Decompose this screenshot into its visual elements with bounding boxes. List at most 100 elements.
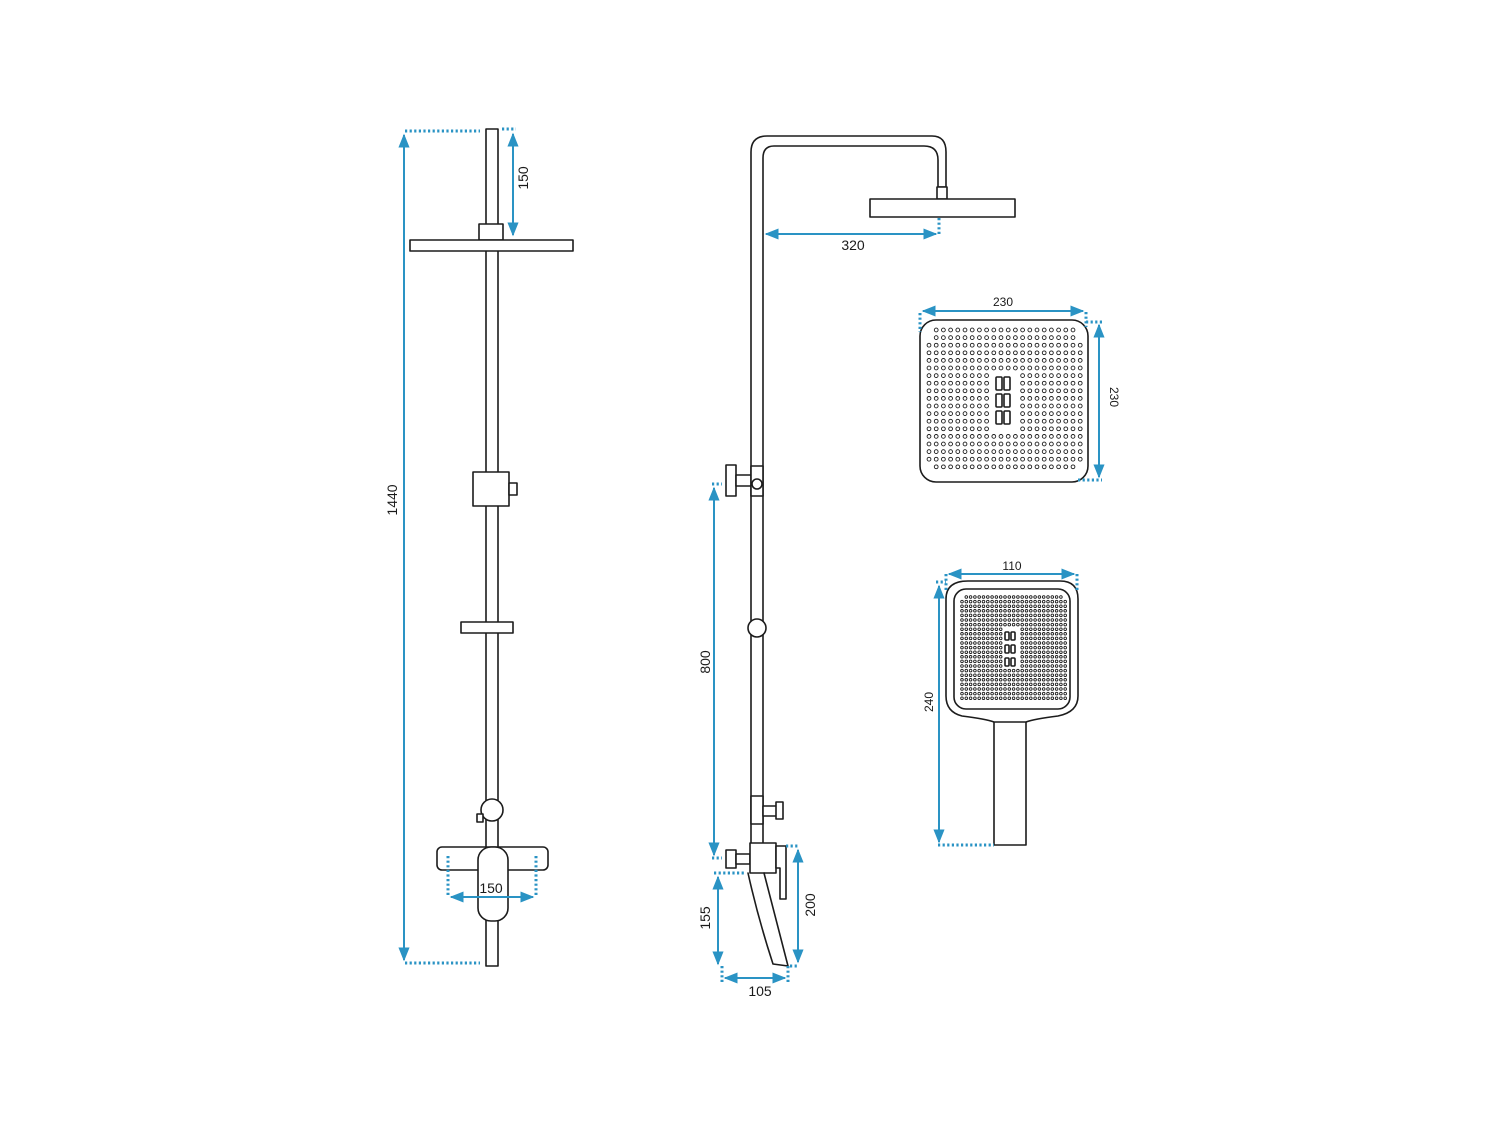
nozzle-hole (1070, 411, 1076, 416)
nozzle-hole (1011, 595, 1016, 599)
nozzle-hole (998, 464, 1004, 470)
nozzle-hole (933, 365, 939, 371)
nozzle-hole (981, 636, 986, 641)
nozzle-hole (1054, 595, 1059, 599)
nozzle-hole (1050, 599, 1055, 604)
nozzle-hole (1059, 645, 1063, 650)
nozzle-hole (968, 650, 973, 654)
nozzle-hole (977, 327, 982, 333)
nozzle-hole (1029, 599, 1033, 604)
nozzle-hole (1037, 682, 1042, 687)
nozzle-hole (1011, 696, 1016, 700)
nozzle-hole (990, 632, 994, 636)
nozzle-hole (1063, 636, 1067, 641)
nozzle-hole (1007, 622, 1012, 627)
nozzle-hole (1037, 673, 1042, 677)
nozzle-hole (1063, 673, 1067, 677)
nozzle-hole (948, 403, 953, 409)
nozzle-hole (926, 434, 932, 439)
nozzle-hole (960, 632, 964, 636)
nozzle-hole (1020, 595, 1024, 599)
nozzle-hole (990, 622, 994, 627)
front-slider-knob (508, 482, 518, 496)
nozzle-hole (998, 335, 1004, 340)
nozzle-hole (1059, 636, 1063, 641)
nozzle-hole (977, 645, 981, 650)
nozzle-hole (1020, 641, 1024, 645)
nozzle-hole (962, 456, 968, 462)
nozzle-hole (1034, 403, 1040, 409)
nozzle-hole (1054, 682, 1059, 687)
nozzle-hole (941, 388, 946, 394)
nozzle-hole (968, 664, 973, 668)
nozzle-hole (1049, 396, 1054, 401)
nozzle-hole (948, 388, 953, 394)
nozzle-hole (1020, 687, 1024, 691)
nozzle-hole (1041, 373, 1047, 378)
nozzle-hole (986, 618, 990, 622)
nozzle-hole (1063, 691, 1067, 696)
nozzle-hole (981, 682, 986, 687)
nozzle-hole (990, 645, 994, 650)
nozzle-hole (933, 441, 939, 447)
nozzle-hole (1049, 327, 1054, 333)
nozzle-hole (1029, 641, 1033, 645)
nozzle-hole (1027, 388, 1033, 394)
nozzle-hole (998, 696, 1003, 700)
nozzle-hole (1037, 664, 1042, 668)
nozzle-hole (977, 456, 982, 462)
nozzle-hole (981, 632, 986, 636)
nozzle-hole (990, 604, 994, 608)
nozzle-hole (1041, 595, 1046, 599)
front-rail (485, 128, 499, 967)
nozzle-hole (1027, 426, 1033, 432)
nozzle-hole (1059, 613, 1063, 618)
nozzle-hole (1011, 609, 1016, 613)
side-slider-knob (751, 478, 763, 490)
nozzle-hole (1037, 627, 1042, 631)
nozzle-hole (1077, 342, 1083, 348)
nozzle-hole (984, 350, 989, 356)
nozzle-hole (926, 396, 932, 401)
nozzle-hole (1063, 609, 1067, 613)
nozzle-hole (962, 403, 968, 409)
nozzle-hole (955, 327, 961, 333)
nozzle-hole (998, 434, 1004, 439)
nozzle-hole (1054, 645, 1059, 650)
nozzle-hole (1063, 358, 1069, 363)
overhead-dim-width-label: 230 (993, 295, 1013, 309)
front-soap-tray (460, 621, 514, 634)
nozzle-hole (968, 668, 973, 673)
nozzle-hole (969, 380, 975, 386)
nozzle-hole (1033, 664, 1037, 668)
nozzle-hole (968, 604, 973, 608)
nozzle-hole (1070, 380, 1076, 386)
nozzle-hole (1063, 365, 1069, 371)
nozzle-hole (1041, 388, 1047, 394)
nozzle-hole (926, 403, 932, 409)
nozzle-hole (1054, 613, 1059, 618)
nozzle-hole (968, 678, 973, 682)
nozzle-hole (941, 411, 946, 416)
nozzle-hole (1059, 687, 1063, 691)
nozzle-hole (1049, 403, 1054, 409)
nozzle-hole (968, 613, 973, 618)
nozzle-hole (990, 599, 994, 604)
nozzle-hole (1011, 673, 1016, 677)
hand-center-slots (1004, 631, 1016, 667)
nozzle-hole (962, 365, 968, 371)
nozzle-hole (1007, 687, 1012, 691)
nozzle-hole (991, 464, 997, 470)
nozzle-hole (1050, 678, 1055, 682)
nozzle-hole (986, 622, 990, 627)
nozzle-hole (1041, 636, 1046, 641)
nozzle-hole (969, 456, 975, 462)
nozzle-hole (969, 418, 975, 424)
nozzle-hole (1070, 327, 1076, 333)
nozzle-hole (981, 641, 986, 645)
nozzle-hole (964, 627, 969, 631)
nozzle-hole (994, 595, 999, 599)
nozzle-hole (1013, 342, 1018, 348)
nozzle-hole (1024, 691, 1029, 696)
nozzle-hole (1020, 335, 1025, 340)
